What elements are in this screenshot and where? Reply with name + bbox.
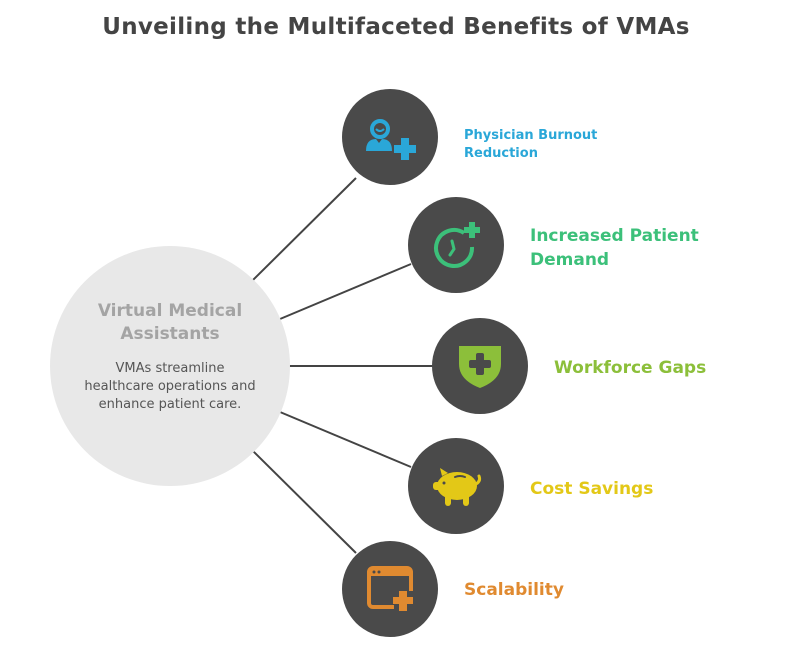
node-scalability <box>342 541 438 637</box>
node-workforce-gaps <box>432 318 528 414</box>
node-physician-burnout <box>342 89 438 185</box>
node-label-workforce-gaps: Workforce Gaps <box>554 358 707 378</box>
page-title: Unveiling the Multifaceted Benefits of V… <box>102 14 690 40</box>
connector-1 <box>252 177 357 281</box>
clock-plus-icon <box>434 222 480 268</box>
connector-5 <box>252 450 357 554</box>
connector-4 <box>279 411 412 468</box>
node-cost-savings <box>408 438 504 534</box>
window-plus-icon <box>367 566 413 611</box>
node-label-scalability: Scalability <box>464 580 564 600</box>
center-node: Virtual Medical Assistants VMAs streamli… <box>50 246 290 486</box>
node-label-cost-savings: Cost Savings <box>530 479 654 499</box>
node-label-increased-demand: Increased Patient Demand <box>530 226 699 270</box>
physician-plus-icon <box>366 119 416 160</box>
piggy-bank-icon <box>433 468 482 506</box>
center-description: VMAs streamline healthcare operations an… <box>84 361 256 412</box>
connector-2 <box>279 263 412 320</box>
node-increased-demand <box>408 197 504 293</box>
center-title: Virtual Medical Assistants <box>97 301 243 344</box>
node-label-physician-burnout: Physician Burnout Reduction <box>464 128 598 161</box>
shield-plus-icon <box>459 346 501 388</box>
